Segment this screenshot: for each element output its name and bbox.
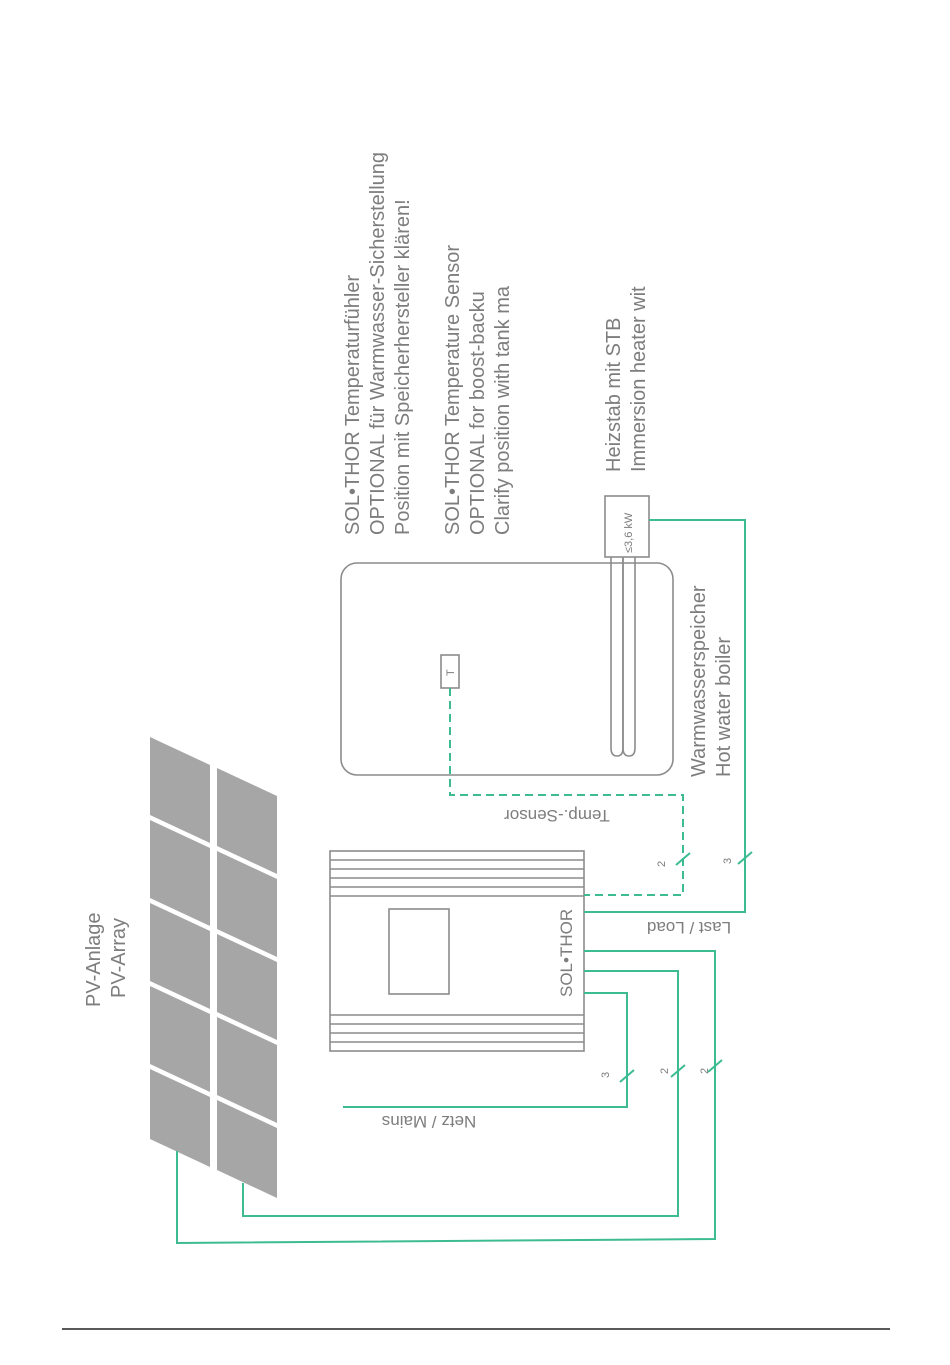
- device-housing: [329, 850, 585, 1052]
- load-wire-count: 3: [722, 858, 734, 864]
- temp-sensor-wire: [449, 688, 684, 896]
- sensor-wire-count: 2: [656, 861, 668, 867]
- solthor-device: [329, 850, 585, 1052]
- device-name: SOL•THOR: [557, 909, 576, 997]
- pv-module: [217, 768, 277, 874]
- load-wire: [584, 519, 746, 913]
- sensor-note-en: SOL•THOR Temperature Sensor OPTIONAL for…: [442, 245, 514, 535]
- pv-module: [217, 1100, 277, 1198]
- heater-rating: ≤3,6 kW: [623, 512, 635, 553]
- mains-wire-count: 3: [600, 1072, 612, 1078]
- temp-sensor-label: Temp.-Sensor: [504, 806, 610, 825]
- svg-text:Position mit Speicherherstelle: Position mit Speicherhersteller klären!: [392, 199, 414, 535]
- svg-text:Immersion heater wit: Immersion heater wit: [628, 286, 650, 472]
- pv-wire-b-count: 2: [699, 1068, 711, 1074]
- pv-module: [217, 851, 277, 957]
- svg-text:Heizstab mit STB: Heizstab mit STB: [603, 318, 625, 472]
- pv-label-en: PV-Array: [108, 918, 130, 998]
- boiler-label-en: Hot water boiler: [713, 637, 735, 777]
- pv-module: [217, 934, 277, 1040]
- pv-module: [150, 820, 210, 926]
- pv-label-de: PV-Anlage: [83, 912, 105, 1007]
- pv-module: [150, 986, 210, 1092]
- svg-text:OPTIONAL for boost-backu: OPTIONAL for boost-backu: [467, 291, 489, 535]
- load-label: Last / Load: [647, 918, 731, 937]
- heating-rods: [610, 557, 636, 757]
- temp-sensor-symbol: T: [445, 669, 457, 676]
- pv-module: [217, 1017, 277, 1123]
- pv-wire-a: [242, 970, 679, 1217]
- device-display: [388, 908, 450, 995]
- mains-label: Netz / Mains: [382, 1112, 476, 1131]
- pv-module: [150, 737, 210, 843]
- svg-text:Clarify position with tank ma: Clarify position with tank ma: [492, 285, 514, 535]
- pv-module: [150, 1069, 210, 1167]
- wiring: [176, 519, 753, 1245]
- mains-wire: [343, 992, 628, 1108]
- pv-wire-a-count: 2: [659, 1068, 671, 1074]
- pv-wire-b: [176, 950, 716, 1245]
- svg-text:SOL•THOR Temperature Sensor: SOL•THOR Temperature Sensor: [442, 245, 464, 535]
- boiler-tank: [340, 562, 674, 776]
- immersion-heater-head: [604, 495, 650, 558]
- heater-note: Heizstab mit STB Immersion heater wit: [603, 286, 650, 472]
- pv-module: [150, 903, 210, 1009]
- boiler-label-de: Warmwasserspeicher: [688, 585, 710, 777]
- sensor-note-de: SOL•THOR Temperaturfühler OPTIONAL für W…: [342, 152, 414, 535]
- svg-text:SOL•THOR Temperaturfühler: SOL•THOR Temperaturfühler: [342, 275, 364, 535]
- pv-array: [150, 737, 277, 1198]
- svg-text:OPTIONAL für Warmwasser-Sicher: OPTIONAL für Warmwasser-Sicherstellung: [367, 152, 389, 535]
